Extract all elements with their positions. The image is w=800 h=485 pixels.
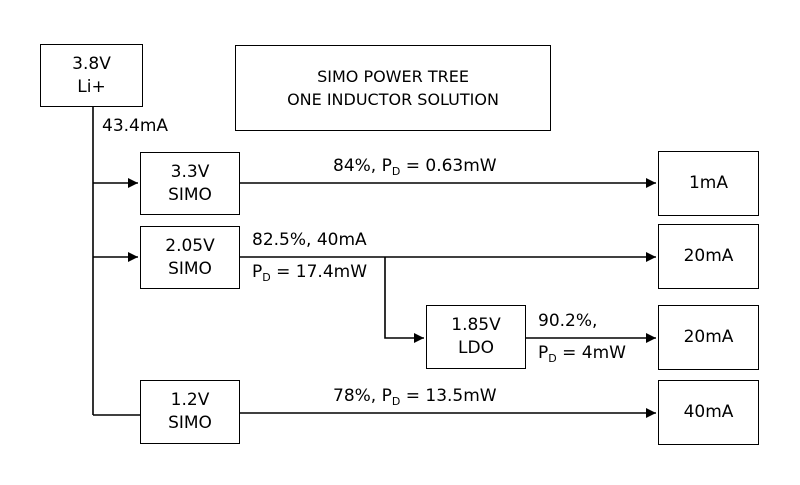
label-ldo-efficiency: 90.2%, <box>538 311 598 331</box>
load-20ma-simo: 20mA <box>658 224 759 289</box>
source-voltage: 3.8V <box>72 53 111 74</box>
load-40ma: 40mA <box>658 380 759 445</box>
converter-3v3-simo: 3.3V SIMO <box>140 152 240 215</box>
converter-2v05-simo: 2.05V SIMO <box>140 226 240 289</box>
title-line-2: ONE INDUCTOR SOLUTION <box>287 90 499 109</box>
source-type: Li+ <box>77 76 106 97</box>
label-2v05-dissipation: PD = 17.4mW <box>252 262 368 284</box>
load-1ma: 1mA <box>658 151 759 216</box>
label-3v3-efficiency: 84%, PD = 0.63mW <box>333 156 497 178</box>
converter-1v85-ldo: 1.85V LDO <box>426 305 526 369</box>
title-box: SIMO POWER TREE ONE INDUCTOR SOLUTION <box>235 45 551 131</box>
converter-1v2-simo: 1.2V SIMO <box>140 380 240 444</box>
source-battery-box: 3.8V Li+ <box>40 44 143 107</box>
label-1v2-efficiency: 78%, PD = 13.5mW <box>333 386 497 408</box>
source-current-label: 43.4mA <box>102 116 169 136</box>
label-ldo-dissipation: PD = 4mW <box>538 343 626 365</box>
arrow-2v05-to-ldo <box>384 257 424 343</box>
load-20ma-ldo: 20mA <box>658 305 759 370</box>
label-2v05-efficiency: 82.5%, 40mA <box>252 230 367 250</box>
title-line-1: SIMO POWER TREE <box>317 67 469 86</box>
